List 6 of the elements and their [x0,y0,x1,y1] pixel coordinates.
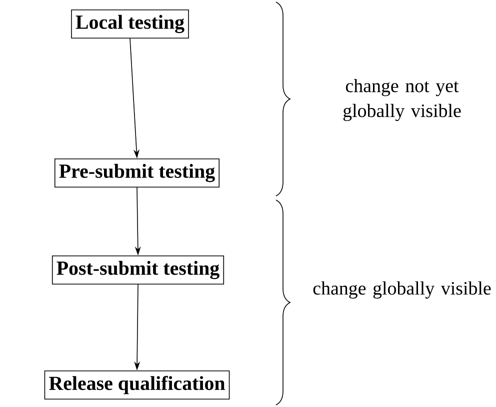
brace-label: change globally visible [313,281,491,299]
process-box: Release qualification [44,370,230,400]
process-box: Pre-submit testing [54,158,220,188]
process-box: Post-submit testing [52,255,224,284]
process-box: Local testing [71,9,189,38]
brace-label: change not yet globally visible [343,78,461,122]
